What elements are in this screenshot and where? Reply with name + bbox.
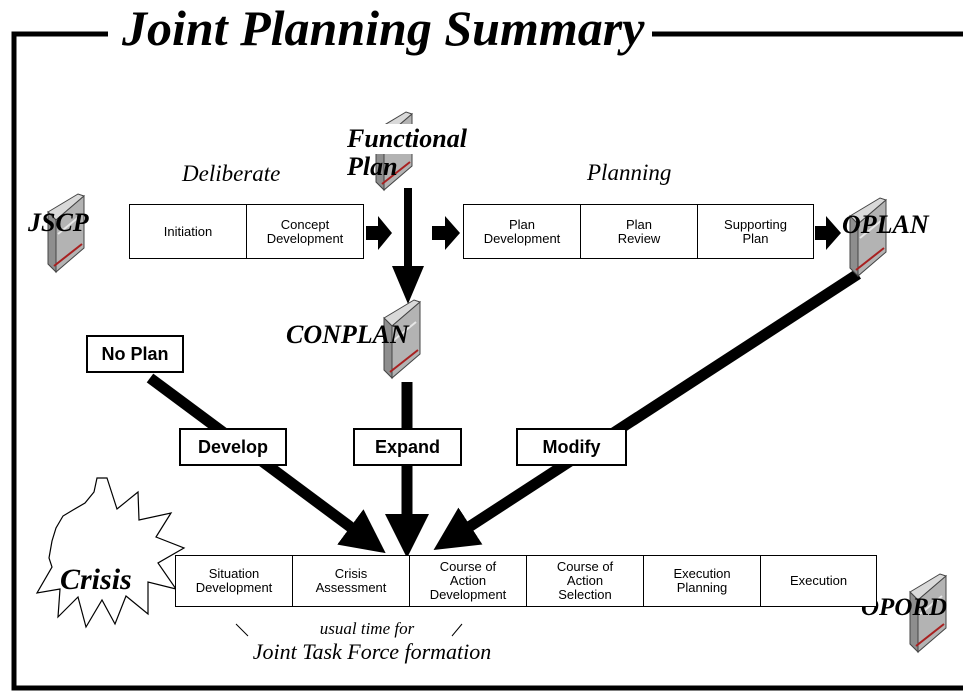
note-tick-right [451,623,463,637]
expand-callout: Expand [353,428,462,466]
functional-plan-label-line2: Plan [347,152,398,181]
functional-plan-label-line1: Functional [347,124,467,154]
modify-callout: Modify [516,428,627,466]
step-initiation: Initiation [129,204,247,259]
step-crisis-assessment: Crisis Assessment [292,555,410,607]
step-plan-development: Plan Development [463,204,581,259]
note-tick-left [235,623,249,637]
jtf-note-line1: usual time for [319,619,415,638]
step-situation-development: Situation Development [175,555,293,607]
arrow-functional-to-conplan-head [392,266,424,304]
step-execution: Execution [760,555,877,607]
step-execution-planning: Execution Planning [643,555,761,607]
arrow-modify [433,269,861,550]
frame-border [11,31,963,691]
arrow-functional-to-plan [432,216,460,250]
no-plan-callout: No Plan [86,335,184,373]
jtf-note-line2: Joint Task Force formation [252,639,492,664]
oplan-label: OPLAN [842,210,929,239]
arrow-supporting-to-oplan [815,216,841,250]
page-title: Joint Planning Summary [114,0,653,60]
step-concept-development: Concept Development [246,204,364,259]
develop-callout: Develop [179,428,287,466]
step-plan-review: Plan Review [580,204,698,259]
step-supporting-plan: Supporting Plan [697,204,814,259]
jscp-label: JSCP [28,208,89,237]
step-coa-selection: Course of Action Selection [526,555,644,607]
crisis-label: Crisis [60,563,132,596]
crisis-starburst [35,477,186,629]
deliberate-label: Deliberate [182,161,281,186]
step-coa-development: Course of Action Development [409,555,527,607]
conplan-label: CONPLAN [286,320,409,349]
arrow-concept-to-functional [366,216,392,250]
planning-label: Planning [587,160,672,185]
